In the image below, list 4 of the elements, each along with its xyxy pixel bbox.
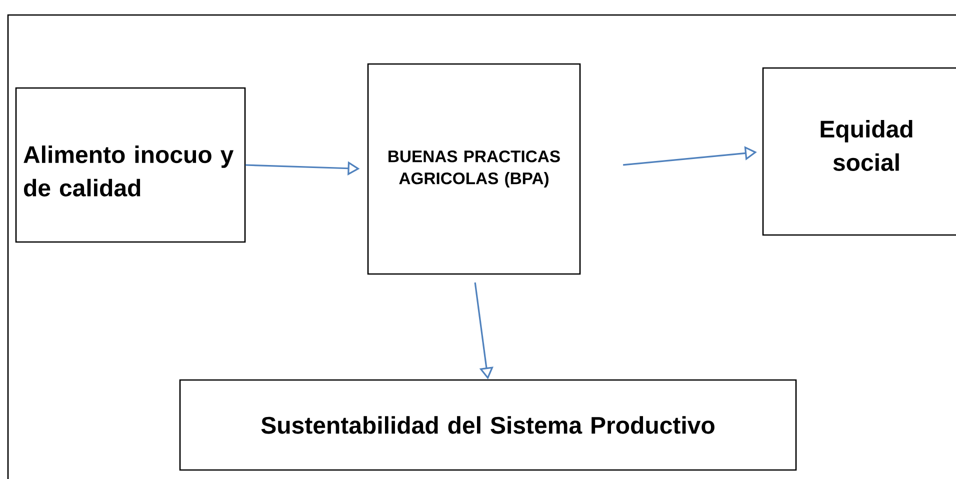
text-box: Alimento inocuo y de calidad — [15, 87, 246, 243]
text-box: Equidad social — [762, 67, 956, 236]
text-box: Sustentabilidad del Sistema Productivo — [179, 379, 797, 471]
text-box: BUENAS PRACTICAS AGRICOLAS (BPA) — [367, 63, 581, 275]
